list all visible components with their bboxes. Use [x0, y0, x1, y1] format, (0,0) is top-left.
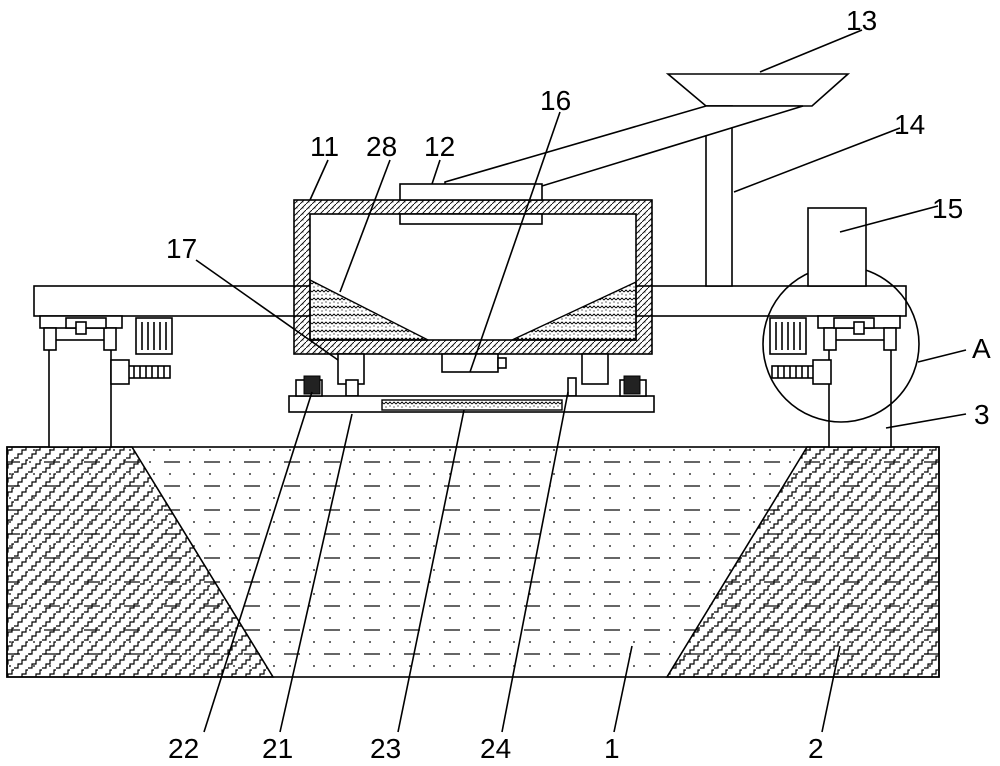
plate-assembly: [288, 375, 655, 413]
label-2: 2: [808, 733, 824, 764]
part-labels: 13 16 14 11 28 12 15 17 A 3 22 21 23 24 …: [166, 5, 991, 764]
label-23: 23: [370, 733, 401, 764]
left-mount-assembly: [39, 315, 173, 385]
label-13: 13: [846, 5, 877, 36]
label-24: 24: [480, 733, 511, 764]
label-1: 1: [604, 733, 620, 764]
label-14: 14: [894, 109, 925, 140]
sand-fill-right: [511, 280, 637, 341]
container-box: [293, 183, 653, 355]
lid-12: [399, 183, 543, 201]
label-21: 21: [262, 733, 293, 764]
right-wedge: [665, 446, 940, 678]
lower-assembly: [337, 353, 609, 397]
label-22: 22: [168, 733, 199, 764]
motor-15: [807, 207, 867, 287]
label-15: 15: [932, 193, 963, 224]
label-16: 16: [540, 85, 571, 116]
label-3: 3: [974, 399, 990, 430]
base-tank: [6, 446, 940, 678]
sand-fill-28: [309, 278, 429, 341]
hopper-and-pipe: [444, 73, 851, 287]
support-posts: [48, 339, 892, 448]
label-12: 12: [424, 131, 455, 162]
label-28: 28: [366, 131, 397, 162]
leader-lines: [195, 29, 967, 733]
label-11: 11: [310, 131, 339, 162]
label-17: 17: [166, 233, 197, 264]
right-mount-assembly: [769, 315, 901, 385]
label-a: A: [972, 333, 991, 364]
